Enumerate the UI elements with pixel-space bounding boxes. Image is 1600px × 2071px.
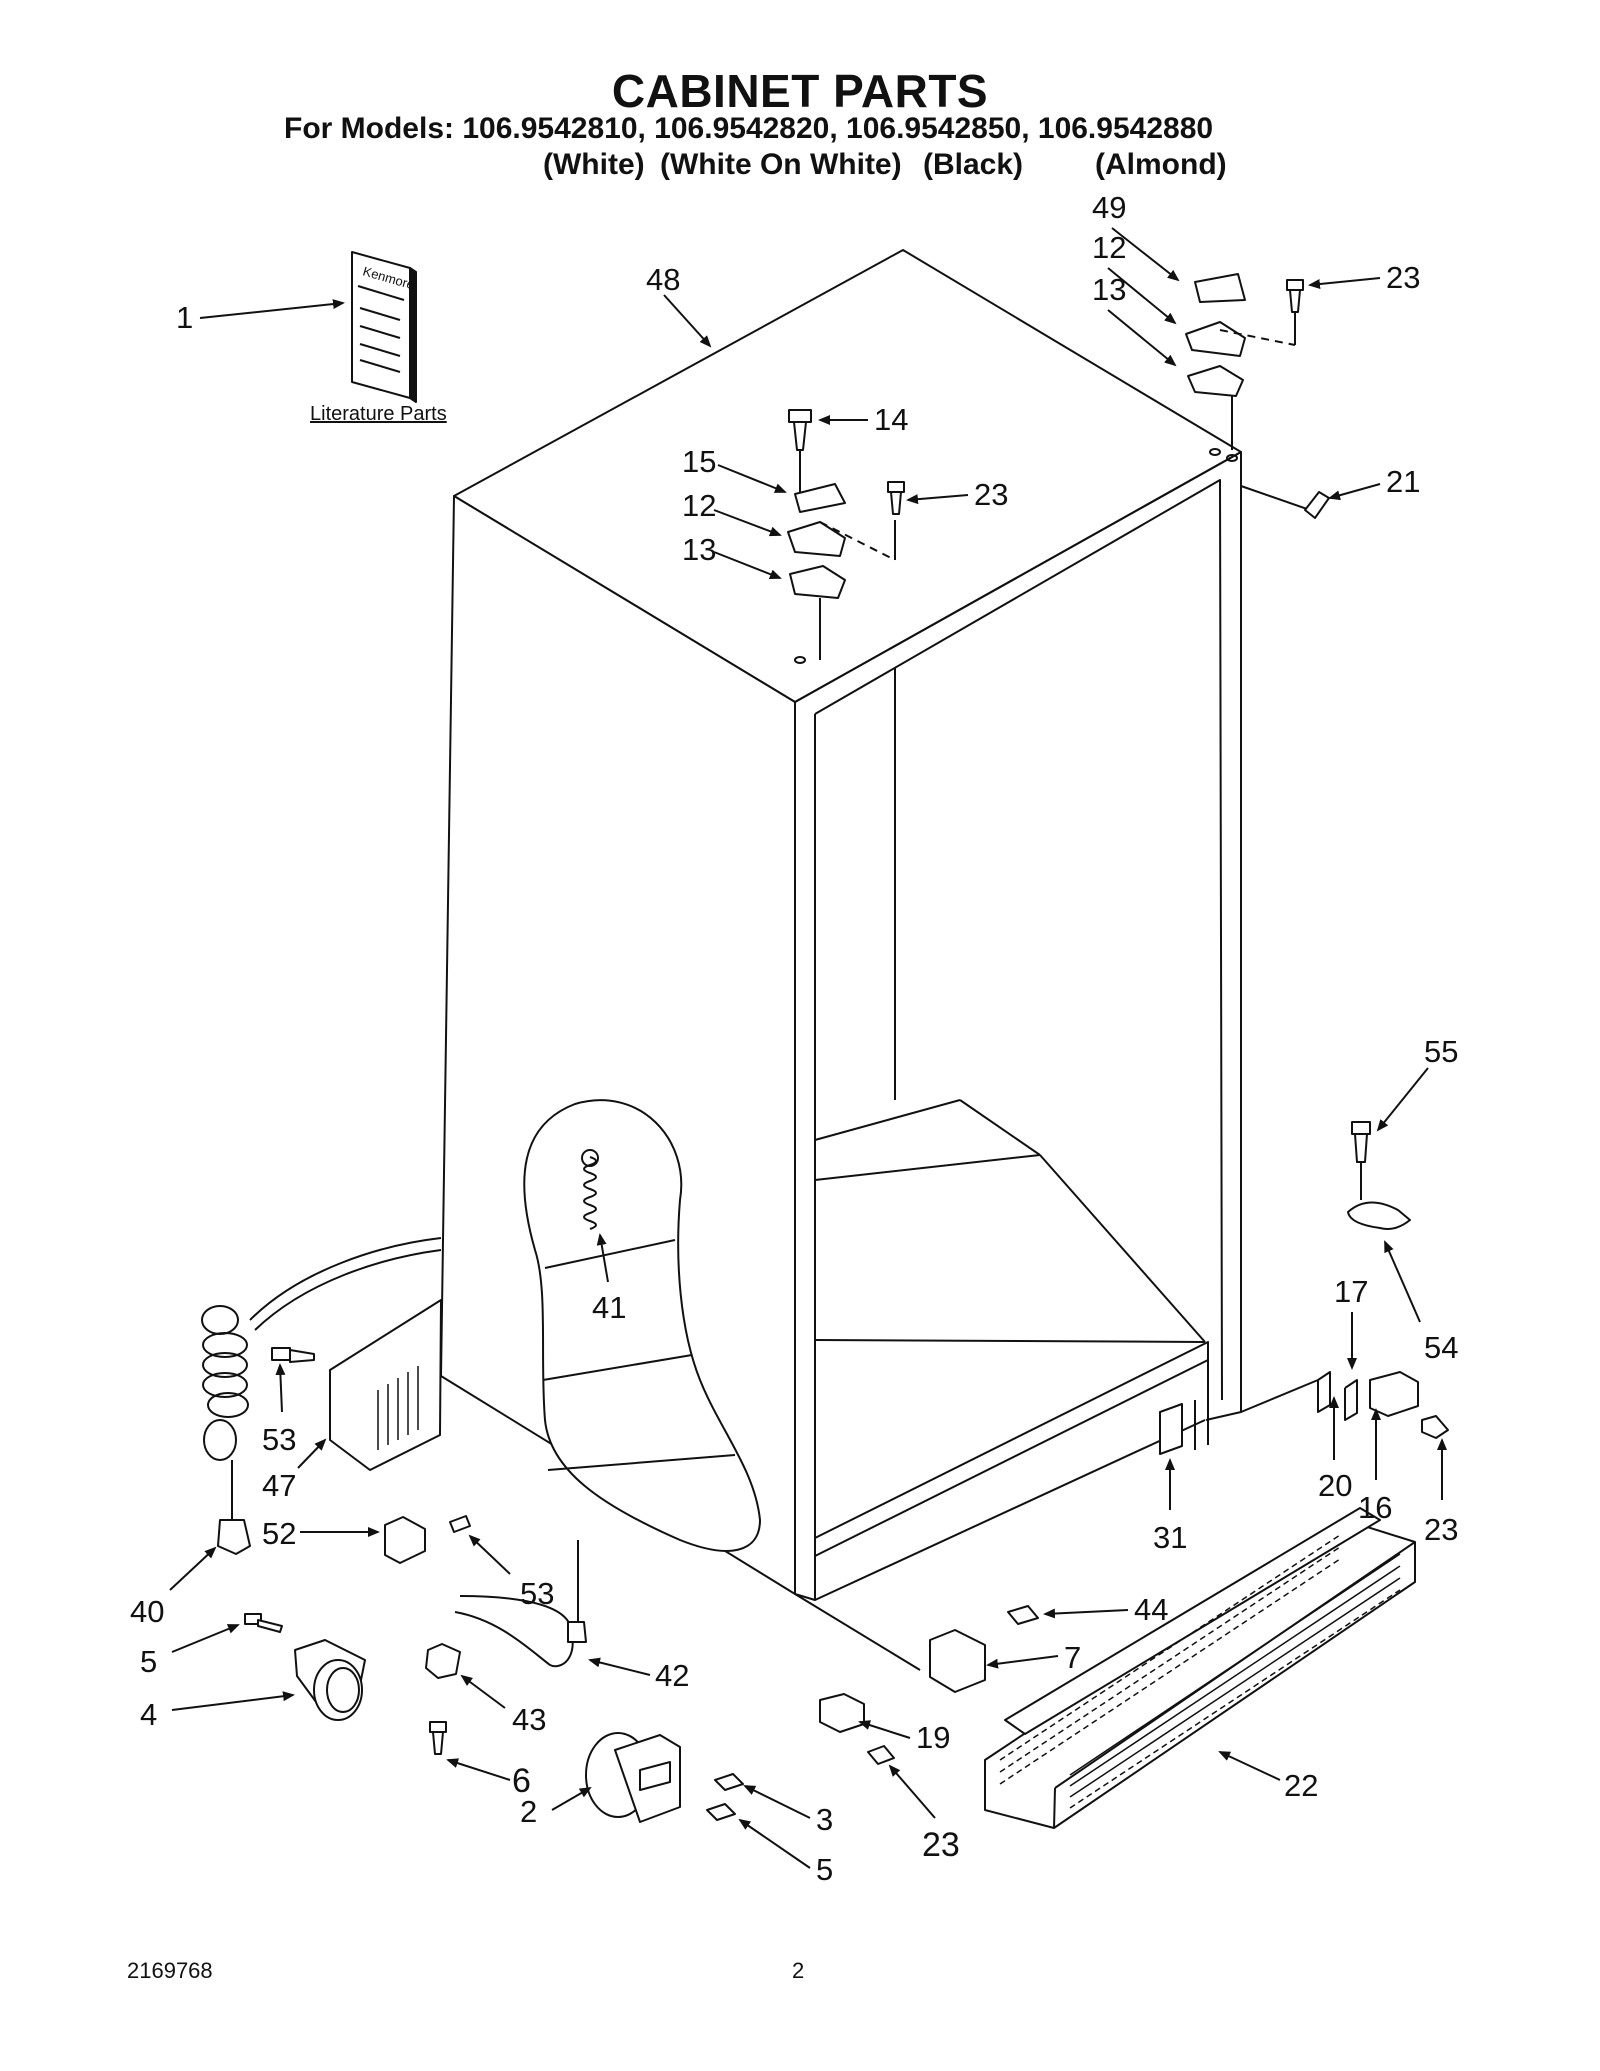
callout-17: 17 (1334, 1274, 1368, 1309)
bracket-7-drawing (794, 1593, 1039, 1693)
callout-13-center: 13 (682, 532, 716, 567)
screw-53-left (271, 1347, 315, 1363)
callout-16: 16 (1358, 1490, 1392, 1525)
callout-23-right: 23 (1424, 1512, 1458, 1547)
cabinet-body-drawing (440, 249, 1242, 1601)
variant-black: (Black) (923, 148, 1024, 181)
variant-white-on-white: (White On White) (660, 148, 902, 181)
models-line: For Models: 106.9542810, 106.9542820, 10… (284, 112, 1214, 145)
callout-7: 7 (1064, 1640, 1081, 1675)
callout-54: 54 (1424, 1330, 1458, 1365)
callout-55: 55 (1424, 1034, 1458, 1069)
callout-13-right: 13 (1092, 272, 1126, 307)
callout-2: 2 (520, 1794, 537, 1829)
callout-40: 40 (130, 1594, 164, 1629)
callout-23-center: 23 (974, 477, 1008, 512)
callout-19: 19 (916, 1720, 950, 1755)
document-number: 2169768 (127, 1958, 213, 1983)
callout-14: 14 (874, 402, 908, 437)
part-31-drawing (1159, 1403, 1183, 1455)
page-number: 2 (792, 1958, 805, 1983)
top-hinge-center (787, 409, 905, 664)
callout-15: 15 (682, 444, 716, 479)
literature-card-drawing: Kenmore (351, 251, 417, 403)
callout-41: 41 (592, 1290, 626, 1325)
literature-parts-caption: Literature Parts (310, 403, 447, 425)
callout-52: 52 (262, 1516, 296, 1551)
right-bracket-drawing (1240, 1121, 1449, 1439)
callout-3: 3 (816, 1802, 833, 1837)
part-21-drawing (1240, 485, 1330, 519)
caster-drawing (244, 1613, 366, 1721)
callout-4: 4 (140, 1697, 157, 1732)
control-plate-drawing (329, 1299, 442, 1471)
callout-22: 22 (1284, 1768, 1318, 1803)
power-cord-drawing (201, 1237, 442, 1555)
callout-20: 20 (1318, 1468, 1352, 1503)
variant-white: (White) (543, 148, 645, 181)
callout-31: 31 (1153, 1520, 1187, 1555)
callout-21: 21 (1386, 464, 1420, 499)
drain-tube-drawing (425, 1540, 587, 1755)
callout-53-lower: 53 (520, 1576, 554, 1611)
callout-43: 43 (512, 1702, 546, 1737)
page-title: CABINET PARTS (611, 65, 989, 117)
base-grille-drawing (984, 1507, 1416, 1829)
part-52-drawing (384, 1515, 471, 1564)
part-19-drawing (819, 1693, 895, 1765)
callout-1: 1 (176, 300, 193, 335)
callout-6: 6 (512, 1762, 531, 1800)
callout-5-left: 5 (140, 1644, 157, 1679)
callout-44: 44 (1134, 1592, 1168, 1627)
leader-lines (169, 227, 1447, 1869)
callout-23-top-right: 23 (1386, 260, 1420, 295)
callout-48: 48 (646, 262, 680, 297)
callout-12-right: 12 (1092, 230, 1126, 265)
callout-labels: 1 48 49 12 13 23 14 15 12 23 13 21 41 55… (130, 190, 1458, 1887)
front-roller-drawing (585, 1732, 744, 1823)
variant-almond: (Almond) (1095, 148, 1227, 181)
top-hinge-right (1185, 273, 1304, 462)
callout-5-bottom: 5 (816, 1852, 833, 1887)
callout-49: 49 (1092, 190, 1126, 225)
callout-53-left: 53 (262, 1422, 296, 1457)
callout-47: 47 (262, 1468, 296, 1503)
callout-12-center: 12 (682, 488, 716, 523)
callout-23-bottom: 23 (922, 1826, 960, 1864)
callout-42: 42 (655, 1658, 689, 1693)
